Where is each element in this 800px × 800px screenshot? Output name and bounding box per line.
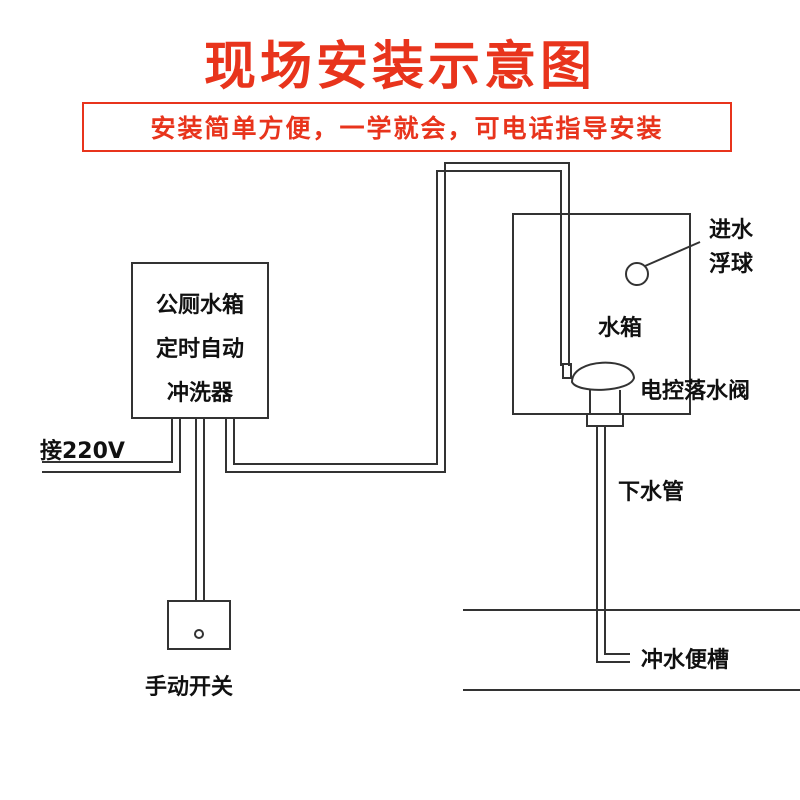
manual-switch-label: 手动开关 (145, 675, 234, 700)
float-ball-leader (644, 241, 701, 267)
controller-label-line2: 定时自动 (155, 337, 244, 362)
trough-label: 冲水便槽 (641, 648, 730, 673)
controller-label-line1: 公厕水箱 (155, 293, 244, 318)
subtitle-banner: 安装简单方便，一学就会，可电话指导安装 (82, 102, 732, 152)
subtitle-text: 安装简单方便，一学就会，可电话指导安装 (150, 114, 664, 143)
controller-label-line3: 冲洗器 (166, 381, 233, 406)
manual-switch-box (167, 600, 231, 650)
valve-cable-inner (233, 170, 562, 465)
inlet-label-line1: 进水 (709, 218, 754, 243)
valve-cable (225, 162, 570, 473)
valve-label: 电控落水阀 (640, 379, 751, 404)
float-ball-icon (625, 262, 649, 286)
inlet-label-line2: 浮球 (709, 252, 754, 277)
downpipe-inner (604, 426, 630, 655)
page-title: 现场安装示意图 (203, 37, 596, 97)
valve-flange (586, 413, 624, 427)
valve-cap-icon (570, 361, 636, 391)
manual-switch-button-icon (194, 629, 204, 639)
controller-box (131, 262, 269, 419)
controller-label: 公厕水箱 定时自动 冲洗器 (132, 284, 268, 416)
valve-connector (562, 363, 572, 379)
water-tank-label: 水箱 (598, 316, 643, 341)
power-cable (42, 418, 173, 463)
power-cable-inner (42, 418, 181, 473)
downpipe-label: 下水管 (618, 480, 685, 505)
downpipe-outer (596, 426, 630, 663)
power-label: 接220V (40, 439, 125, 464)
valve-neck (589, 390, 621, 414)
